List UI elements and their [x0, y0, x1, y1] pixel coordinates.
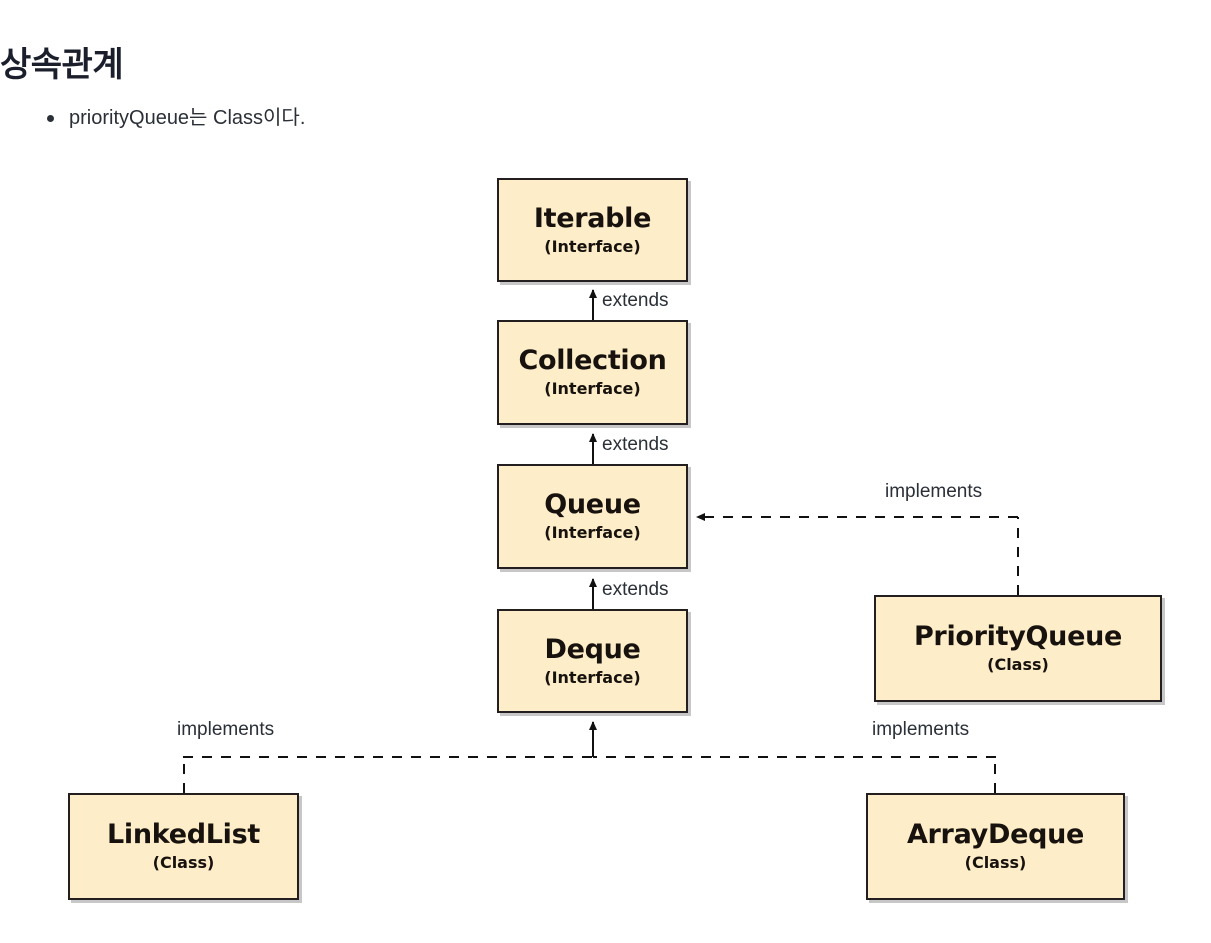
page-title: 상속관계 [0, 45, 124, 84]
node-arraydeque[interactable]: ArrayDeque (Class) [866, 793, 1125, 900]
node-iterable[interactable]: Iterable (Interface) [497, 178, 688, 282]
edge-label-collection-extends-iterable: extends [602, 290, 669, 311]
bullet-dot-icon [47, 115, 54, 122]
node-kind: (Interface) [544, 379, 641, 399]
node-title: Deque [544, 633, 641, 665]
node-deque[interactable]: Deque (Interface) [497, 609, 688, 713]
node-title: PriorityQueue [913, 621, 1123, 653]
connector-priorityqueue-implements-queue [696, 513, 1019, 595]
node-kind: (Class) [987, 655, 1049, 675]
node-title: ArrayDeque [906, 819, 1085, 851]
connector-arraydeque-implements-deque [593, 756, 996, 793]
edge-label-arraydeque-implements-deque: implements [872, 719, 970, 740]
node-kind: (Class) [152, 853, 215, 873]
node-priorityqueue[interactable]: PriorityQueue (Class) [874, 595, 1162, 702]
edge-label-linkedlist-implements-deque: implements [177, 719, 275, 740]
connector-linkedlist-implements-deque [183, 756, 593, 793]
node-kind: (Class) [964, 853, 1027, 873]
node-title: Collection [518, 345, 667, 377]
node-kind: (Interface) [544, 236, 641, 256]
node-title: Iterable [533, 202, 652, 234]
node-kind: (Interface) [544, 667, 641, 687]
list-item-label: priorityQueue는 Class이다. [69, 107, 306, 129]
bullet-list: priorityQueue는 Class이다. [34, 103, 305, 133]
node-title: Queue [544, 489, 641, 521]
node-kind: (Interface) [544, 523, 641, 543]
list-item: priorityQueue는 Class이다. [34, 103, 305, 133]
node-title: LinkedList [107, 819, 260, 851]
node-linkedlist[interactable]: LinkedList (Class) [68, 793, 299, 900]
edge-label-deque-extends-queue: extends [602, 579, 669, 600]
edge-label-priorityqueue-implements-queue: implements [885, 481, 983, 502]
node-collection[interactable]: Collection (Interface) [497, 320, 688, 425]
node-queue[interactable]: Queue (Interface) [497, 464, 688, 569]
edge-label-queue-extends-collection: extends [602, 434, 669, 455]
